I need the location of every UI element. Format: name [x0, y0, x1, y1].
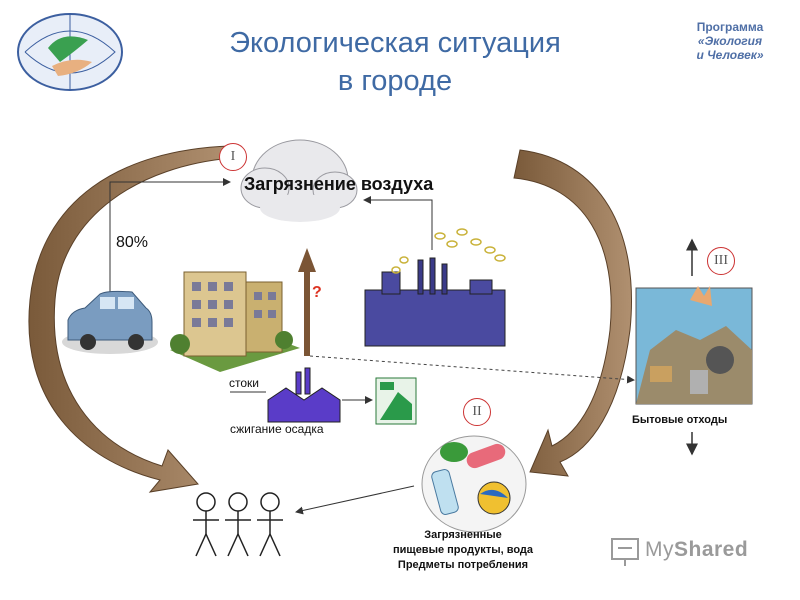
- food-line-1: Загрязненные: [424, 529, 502, 541]
- numeral-1-badge: I: [219, 143, 247, 171]
- food-goods-icon: [421, 435, 527, 533]
- watermark-suffix: Shared: [674, 538, 749, 561]
- car-to-air-line: [109, 178, 231, 300]
- page-title: Экологическая ситуация в городе: [170, 24, 620, 100]
- household-waste-label: Бытовые отходы: [632, 414, 728, 426]
- factory-to-air-line: [363, 196, 433, 250]
- myshared-logo-icon: [611, 538, 639, 566]
- numeral-2-badge: II: [463, 398, 491, 426]
- program-line-3: и Человек»: [696, 48, 764, 62]
- building-icon: [170, 271, 300, 372]
- green-process-icon: [375, 377, 417, 425]
- sludge-incineration-label: сжигание осадка: [230, 422, 324, 436]
- program-line-1: Программа: [696, 20, 764, 34]
- title-line-2: в городе: [337, 65, 453, 97]
- watermark-prefix: My: [645, 538, 674, 561]
- myshared-watermark: MyShared: [645, 538, 748, 562]
- treatment-plant-icon: [230, 367, 373, 423]
- car-share-label: 80%: [116, 234, 149, 251]
- dashed-link: [309, 355, 635, 384]
- question-mark: ?: [312, 284, 322, 301]
- logo-emblem: [17, 13, 123, 91]
- program-line-2: «Экология: [697, 34, 763, 48]
- air-pollution-label: Загрязнение воздуха: [244, 174, 434, 194]
- right-cycle-arrow: [513, 149, 632, 477]
- left-cycle-arrow: [28, 145, 233, 493]
- food-goods-label: Загрязненные пищевые продукты, вода Пред…: [360, 528, 566, 573]
- waste-pile-icon: [635, 286, 753, 405]
- sewage-label: стоки: [229, 376, 259, 390]
- car-icon: [62, 290, 158, 354]
- food-to-people-line: [295, 485, 415, 515]
- food-line-3: Предметы потребления: [397, 559, 529, 571]
- numeral-3-badge: III: [707, 247, 735, 275]
- title-line-1: Экологическая ситуация: [229, 27, 561, 59]
- cloud-icon: [240, 139, 358, 222]
- program-label: Программа «Экология и Человек»: [660, 20, 800, 62]
- industry-icon: [364, 228, 506, 347]
- up-arrow: [298, 248, 316, 356]
- food-line-2: пищевые продукты, вода: [393, 544, 533, 556]
- people-icon: [193, 492, 283, 557]
